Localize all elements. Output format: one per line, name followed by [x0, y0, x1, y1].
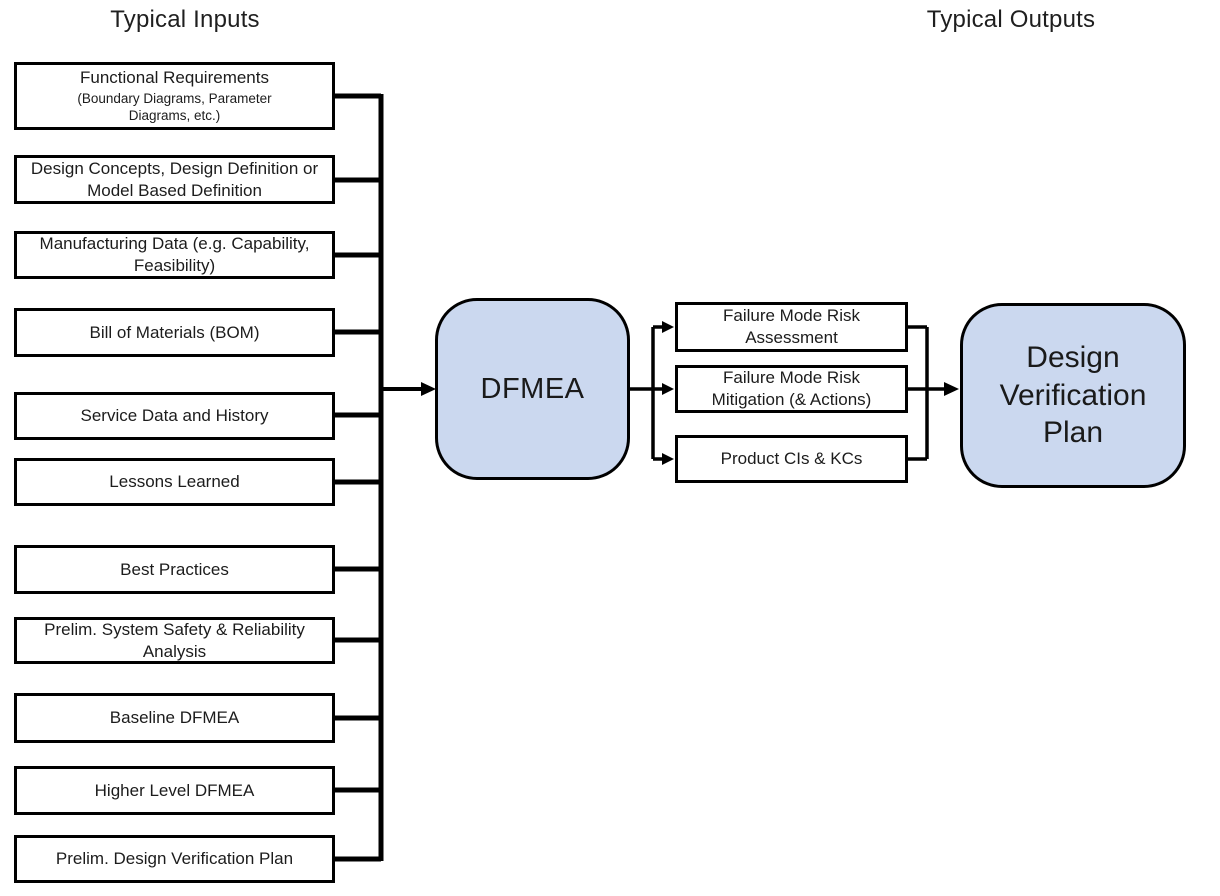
branch-arrowhead-bottom — [662, 453, 674, 465]
design-verification-plan-node: Design Verification Plan — [960, 303, 1186, 488]
typical-outputs-title: Typical Outputs — [926, 6, 1096, 33]
input-box-baseline-dfmea: Baseline DFMEA — [14, 693, 335, 743]
input-box-functional-requirements: Functional Requirements (Boundary Diagra… — [14, 62, 335, 130]
output-collector-line — [908, 325, 945, 461]
dfmea-node: DFMEA — [435, 298, 630, 480]
output-box-risk-assessment: Failure Mode Risk Assessment — [675, 302, 908, 352]
typical-inputs-title: Typical Inputs — [110, 6, 260, 33]
branch-arrowhead-middle — [662, 383, 674, 395]
branch-arrowhead-top — [662, 321, 674, 333]
input-box-lessons-learned: Lessons Learned — [14, 458, 335, 506]
input-box-label: Functional Requirements — [80, 68, 269, 88]
input-box-prelim-dvp: Prelim. Design Verification Plan — [14, 835, 335, 883]
dfmea-splitter-line — [630, 325, 663, 461]
input-box-manufacturing-data: Manufacturing Data (e.g. Capability, Fea… — [14, 231, 335, 279]
output-box-product-cis-kcs: Product CIs & KCs — [675, 435, 908, 483]
output-box-risk-mitigation: Failure Mode Risk Mitigation (& Actions) — [675, 365, 908, 413]
input-connector-lines — [332, 93, 423, 862]
dvp-input-arrowhead — [944, 382, 959, 396]
dfmea-input-arrowhead — [421, 382, 436, 396]
input-box-best-practices: Best Practices — [14, 545, 335, 594]
input-box-bill-of-materials: Bill of Materials (BOM) — [14, 308, 335, 357]
input-box-service-data: Service Data and History — [14, 392, 335, 440]
input-box-design-concepts: Design Concepts, Design Definition or Mo… — [14, 155, 335, 204]
input-stubs-and-trunk-line — [332, 93, 384, 862]
input-box-sublabel: (Boundary Diagrams, Parameter Diagrams, … — [77, 90, 272, 124]
input-box-higher-level-dfmea: Higher Level DFMEA — [14, 766, 335, 815]
input-box-system-safety-reliability: Prelim. System Safety & Reliability Anal… — [14, 617, 335, 664]
